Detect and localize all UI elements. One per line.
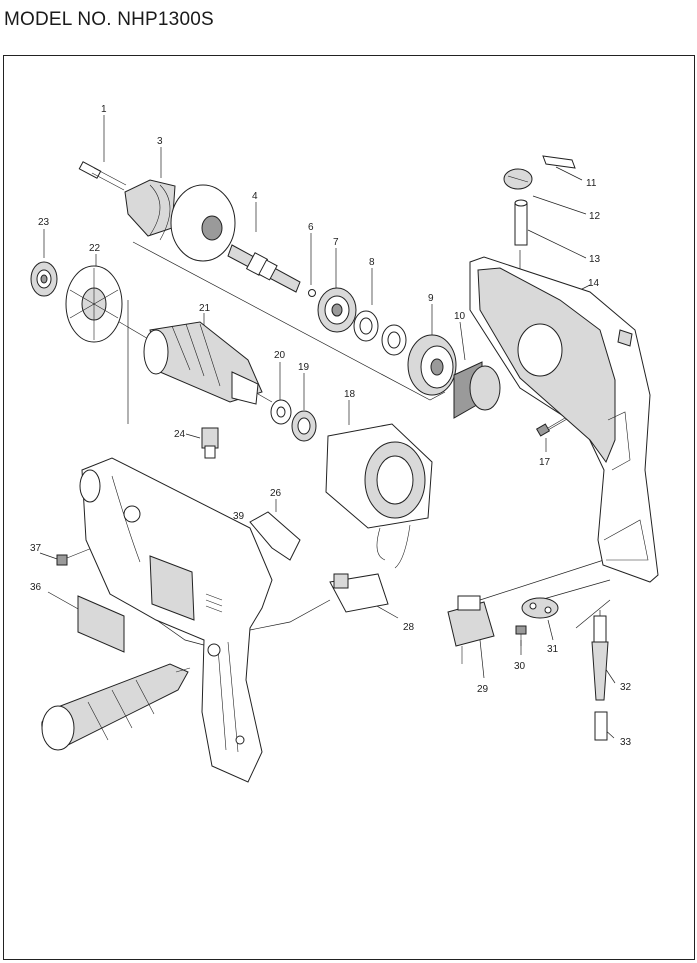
part-label: 17 <box>539 457 551 468</box>
part-label: 1 <box>101 104 107 115</box>
part-17-screw <box>535 417 566 437</box>
part-39-housing <box>79 457 273 783</box>
part-32-strain-relief <box>591 615 609 701</box>
part-label: 39 <box>233 511 245 522</box>
part-label: 4 <box>252 191 258 202</box>
side-handle <box>41 663 191 751</box>
part-label: 12 <box>589 211 601 222</box>
part-31-clamp <box>521 597 559 619</box>
part-19-bearing <box>291 410 317 442</box>
part-label: 9 <box>428 293 434 304</box>
part-label: 31 <box>547 644 559 655</box>
part-label: 18 <box>344 389 356 400</box>
part-label: 32 <box>620 682 632 693</box>
part-label: 36 <box>30 582 42 593</box>
part-label: 37 <box>30 543 42 554</box>
part-label: 13 <box>589 254 601 265</box>
part-label: 3 <box>157 136 163 147</box>
part-37-screw <box>56 547 93 566</box>
part-3-chuck <box>124 179 236 262</box>
diagram-frame <box>3 55 695 960</box>
part-30-screw <box>515 625 527 646</box>
part-label: 21 <box>199 303 211 314</box>
part-labels: 1 3 4 6 7 8 9 10 11 12 13 14 17 18 19 20… <box>30 104 632 748</box>
part-22-fan <box>65 265 123 343</box>
part-12-knob <box>503 168 533 190</box>
part-label: 8 <box>369 257 375 268</box>
part-label: 29 <box>477 684 489 695</box>
part-24-brush <box>201 427 219 459</box>
part-1-screw <box>78 161 127 191</box>
part-label: 19 <box>298 362 310 373</box>
part-21-armature <box>115 319 273 405</box>
part-label: 11 <box>586 178 597 189</box>
part-label: 6 <box>308 222 314 233</box>
part-label: 28 <box>403 622 415 633</box>
part-28-switch <box>329 573 389 613</box>
part-4-spindle <box>227 244 301 293</box>
part-label: 14 <box>588 278 600 289</box>
leader-lines <box>39 115 616 739</box>
part-18-field <box>325 423 433 569</box>
part-label: 33 <box>620 737 632 748</box>
part-14-housing <box>469 256 659 583</box>
part-13-pin <box>514 199 528 246</box>
part-33-cord <box>594 711 608 741</box>
part-10-block <box>453 361 501 419</box>
part-label: 10 <box>454 311 466 322</box>
part-label: 30 <box>514 661 526 672</box>
part-label: 22 <box>89 243 101 254</box>
part-23-bearing <box>30 261 58 297</box>
part-29-switch-unit <box>447 595 495 664</box>
part-26-cover <box>249 511 301 561</box>
part-label: 24 <box>174 429 186 440</box>
part-label: 23 <box>38 217 50 228</box>
part-label: 7 <box>333 237 339 248</box>
page-title: MODEL NO. NHP1300S <box>4 9 214 30</box>
part-label: 26 <box>270 488 282 499</box>
part-8-washers <box>353 310 407 356</box>
part-20-washer <box>270 399 292 425</box>
part-7-bearing <box>317 287 357 333</box>
part-6-ball <box>308 289 316 297</box>
part-9-gear <box>407 334 457 396</box>
part-label: 20 <box>274 350 286 361</box>
part-36-nameplate <box>77 595 125 653</box>
part-11-lever <box>542 155 576 169</box>
